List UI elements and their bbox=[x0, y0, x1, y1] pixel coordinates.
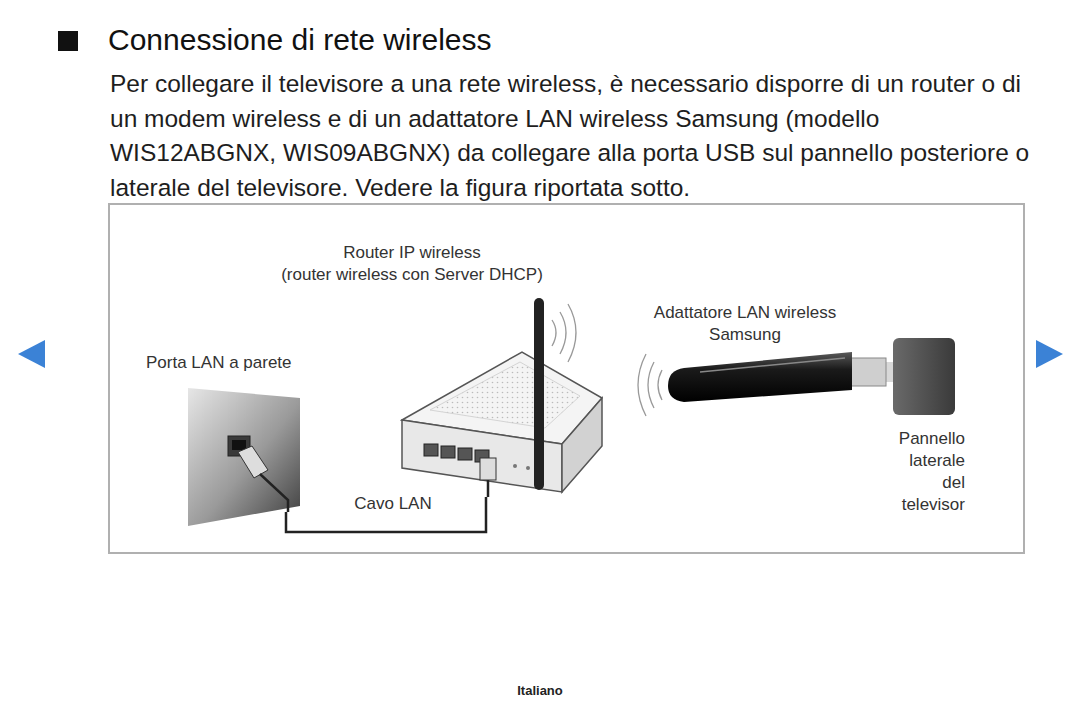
panel-caption: Pannello laterale del televisor bbox=[893, 428, 965, 516]
page-title: Connessione di rete wireless bbox=[108, 22, 492, 58]
heading-bullet bbox=[58, 31, 78, 51]
router bbox=[402, 298, 602, 497]
nav-arrow-left bbox=[18, 340, 45, 368]
node-label: Adattatore LAN wireless Samsung bbox=[640, 302, 850, 346]
tv-side-panel: Pannello laterale del televisor bbox=[893, 338, 955, 415]
wall-socket bbox=[188, 388, 300, 526]
node-label: Pannello laterale del televisor bbox=[893, 428, 965, 516]
nav-arrow-right bbox=[1036, 340, 1063, 368]
wireless-lan-adapter: Adattatore LAN wireless Samsung bbox=[630, 302, 860, 392]
wireless-adapter bbox=[638, 352, 898, 416]
body-paragraph: Per collegare il televisore a una rete w… bbox=[110, 67, 1045, 205]
node-label: Porta LAN a parete bbox=[146, 352, 322, 374]
wall-lan-port: Porta LAN a parete bbox=[146, 352, 322, 512]
page-language: Italiano bbox=[440, 683, 640, 699]
node-label: (router wireless con Server DHCP) bbox=[260, 264, 564, 286]
wireless-router: Router IP wireless(router wireless con S… bbox=[260, 242, 564, 497]
node-label: Router IP wireless bbox=[260, 242, 564, 264]
figure-frame bbox=[109, 204, 1024, 553]
cable-label: Cavo LAN bbox=[351, 494, 434, 514]
